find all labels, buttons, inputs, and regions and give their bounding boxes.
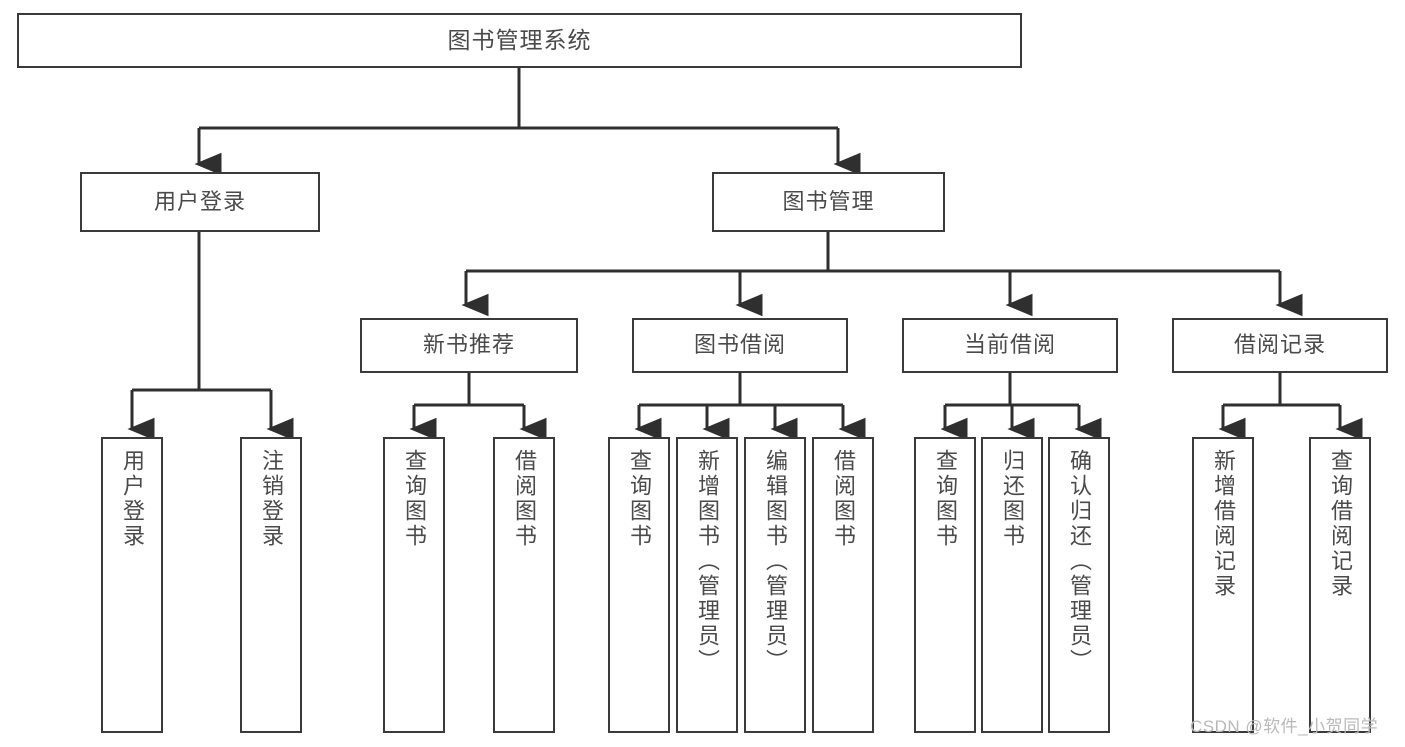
leaf-new-book-1[interactable]: 查询图书 [383,437,445,733]
leaf-current-borrow-1[interactable]: 查询图书 [914,437,976,733]
leaf-label: 借阅图书 [512,449,537,549]
node-current-borrow[interactable]: 当前借阅 [902,318,1118,373]
leaf-user-login-2[interactable]: 注销登录 [240,437,302,733]
csdn-watermark: CSDN @软件_小贺同学 [1190,717,1379,736]
node-root[interactable]: 图书管理系统 [17,13,1022,68]
leaf-label: 查询借阅记录 [1328,449,1353,599]
leaf-new-book-2[interactable]: 借阅图书 [493,437,555,733]
leaf-book-borrow-4[interactable]: 借阅图书 [812,437,874,733]
node-borrow-records[interactable]: 借阅记录 [1172,318,1388,373]
node-new-book-recommend-label: 新书推荐 [422,332,515,358]
leaf-current-borrow-3[interactable]: 确认归还（管理员） [1048,437,1110,733]
leaf-label: 借阅图书 [831,449,856,549]
leaf-label: 查询图书 [627,449,652,549]
node-book-management-label: 图书管理 [782,188,875,214]
node-root-label: 图书管理系统 [447,26,592,53]
leaf-user-login-1[interactable]: 用户登录 [101,437,163,733]
leaf-borrow-records-1[interactable]: 新增借阅记录 [1192,437,1254,733]
node-borrow-records-label: 借阅记录 [1233,332,1326,358]
node-book-management[interactable]: 图书管理 [712,172,945,232]
leaf-label: 查询图书 [933,449,958,549]
leaf-book-borrow-3[interactable]: 编辑图书（管理员） [744,437,806,733]
node-user-login[interactable]: 用户登录 [80,172,320,232]
leaf-label: 查询图书 [402,449,427,549]
leaf-label: 归还图书 [1000,449,1025,549]
node-book-borrow[interactable]: 图书借阅 [632,318,848,373]
leaf-book-borrow-2[interactable]: 新增图书（管理员） [676,437,738,733]
node-book-borrow-label: 图书借阅 [693,332,786,358]
leaf-label: 用户登录 [120,449,145,549]
node-user-login-label: 用户登录 [153,188,246,214]
leaf-borrow-records-2[interactable]: 查询借阅记录 [1309,437,1371,733]
leaf-current-borrow-2[interactable]: 归还图书 [981,437,1043,733]
leaf-book-borrow-1[interactable]: 查询图书 [608,437,670,733]
node-new-book-recommend[interactable]: 新书推荐 [360,318,578,373]
leaf-label: 注销登录 [259,449,284,549]
node-current-borrow-label: 当前借阅 [963,332,1056,358]
leaf-label: 新增借阅记录 [1211,449,1236,599]
leaf-label: 编辑图书（管理员） [763,449,788,674]
leaf-label: 确认归还（管理员） [1067,449,1092,674]
leaf-label: 新增图书（管理员） [695,449,720,674]
